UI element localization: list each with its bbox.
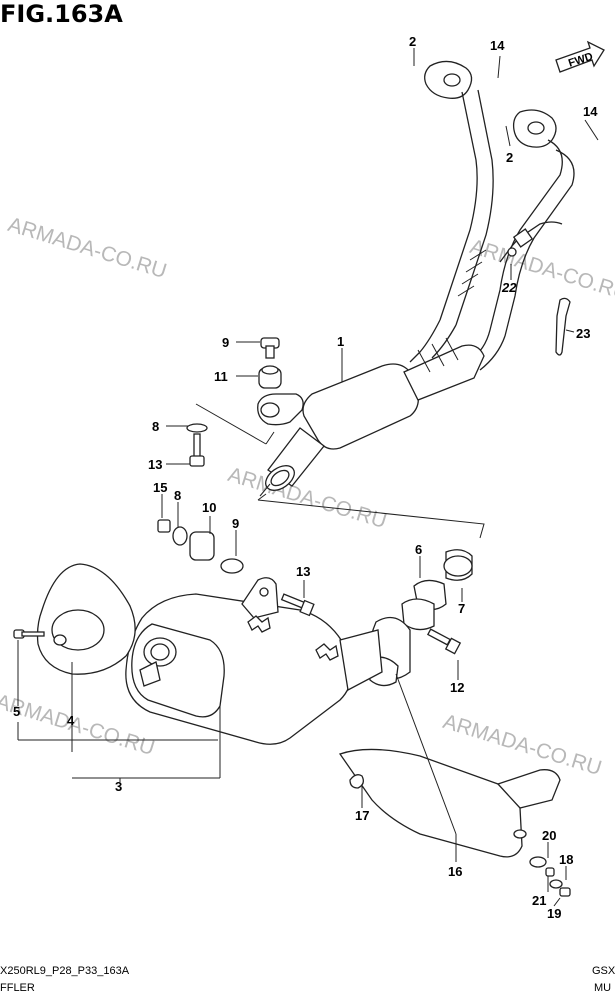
- callout-2: 2: [506, 150, 513, 165]
- callout-9: 9: [222, 335, 229, 350]
- muffler-body: [125, 577, 383, 745]
- callout-9: 9: [232, 516, 239, 531]
- leader-line: [257, 493, 485, 539]
- callout-20: 20: [542, 828, 556, 843]
- leader-line: [195, 403, 275, 445]
- callout-8: 8: [152, 419, 159, 434]
- callout-14: 14: [583, 104, 598, 119]
- fwd-label: FWD: [567, 51, 595, 70]
- callout-23: 23: [576, 326, 590, 341]
- callout-4: 4: [67, 713, 75, 728]
- figure-title: FIG.163A: [0, 0, 123, 28]
- callout-7: 7: [458, 601, 465, 616]
- muffler-end-cap: [13, 563, 136, 675]
- mount-hardware: [157, 337, 282, 574]
- callout-3: 3: [115, 779, 122, 794]
- callout-17: 17: [355, 808, 369, 823]
- exhaust-pipe-assembly: [409, 60, 575, 371]
- callout-2: 2: [409, 34, 416, 49]
- callout-22: 22: [501, 280, 517, 295]
- callout-5: 5: [13, 704, 20, 719]
- connector-pipe: [367, 549, 473, 687]
- callout-18: 18: [559, 852, 573, 867]
- oxygen-sensor: [499, 221, 563, 263]
- callout-14: 14: [490, 38, 505, 53]
- catalyst-pipe: [257, 337, 485, 491]
- callout-15: 15: [153, 480, 167, 495]
- footer-model: GSX: [592, 965, 615, 977]
- leader-lines: [17, 48, 599, 907]
- callout-8: 8: [174, 488, 181, 503]
- callout-10: 10: [202, 500, 216, 515]
- footer-section: MU: [594, 982, 612, 994]
- callout-1: 1: [337, 334, 344, 349]
- callout-6: 6: [415, 542, 422, 557]
- callout-11: 11: [214, 369, 228, 384]
- footer-code: X250RL9_P28_P33_163A: [0, 965, 130, 977]
- callout-19: 19: [547, 906, 561, 921]
- callout-13: 13: [148, 457, 162, 472]
- heat-shield: [338, 748, 571, 897]
- callout-12: 12: [450, 680, 464, 695]
- cable-clamp: [555, 297, 571, 356]
- forward-arrow-icon: FWD: [554, 40, 606, 74]
- callout-16: 16: [448, 864, 462, 879]
- footer-title: FFLER: [0, 982, 35, 994]
- callout-13: 13: [296, 564, 310, 579]
- callout-21: 21: [532, 893, 546, 908]
